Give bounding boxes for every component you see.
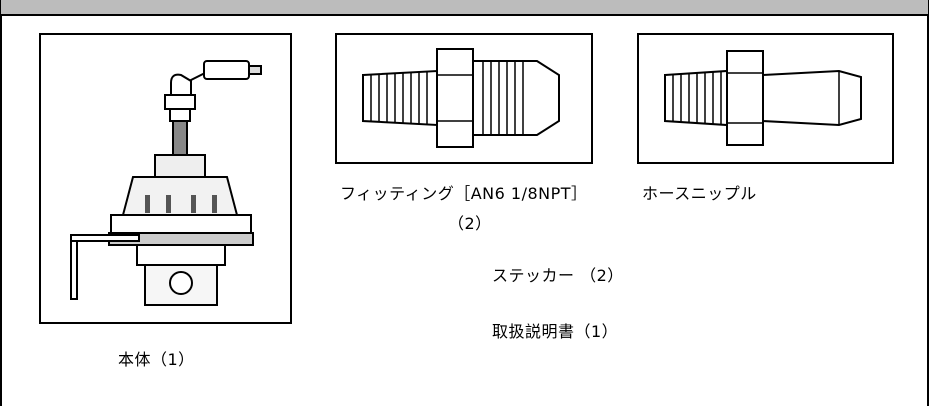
frame-left-border: [0, 0, 2, 406]
header-bar: [0, 0, 929, 15]
fitting-image: [335, 33, 593, 164]
fitting-label: フィッティング［AN6 1/8NPT］: [340, 184, 588, 203]
frame-right-border: [927, 14, 929, 406]
header-divider: [0, 14, 929, 16]
body-label: 本体（1）: [118, 350, 195, 369]
an-fitting-illustration: [362, 48, 560, 148]
body-image: [39, 33, 292, 324]
hose-nipple-label: ホースニップル: [642, 184, 757, 203]
sticker-label: ステッカー （2）: [492, 266, 624, 285]
fuel-pressure-regulator-illustration: [70, 60, 262, 306]
hose-nipple-illustration: [664, 50, 862, 146]
manual-label: 取扱説明書（1）: [492, 322, 619, 341]
hose-nipple-image: [637, 33, 894, 164]
fitting-qty: （2）: [448, 214, 492, 233]
